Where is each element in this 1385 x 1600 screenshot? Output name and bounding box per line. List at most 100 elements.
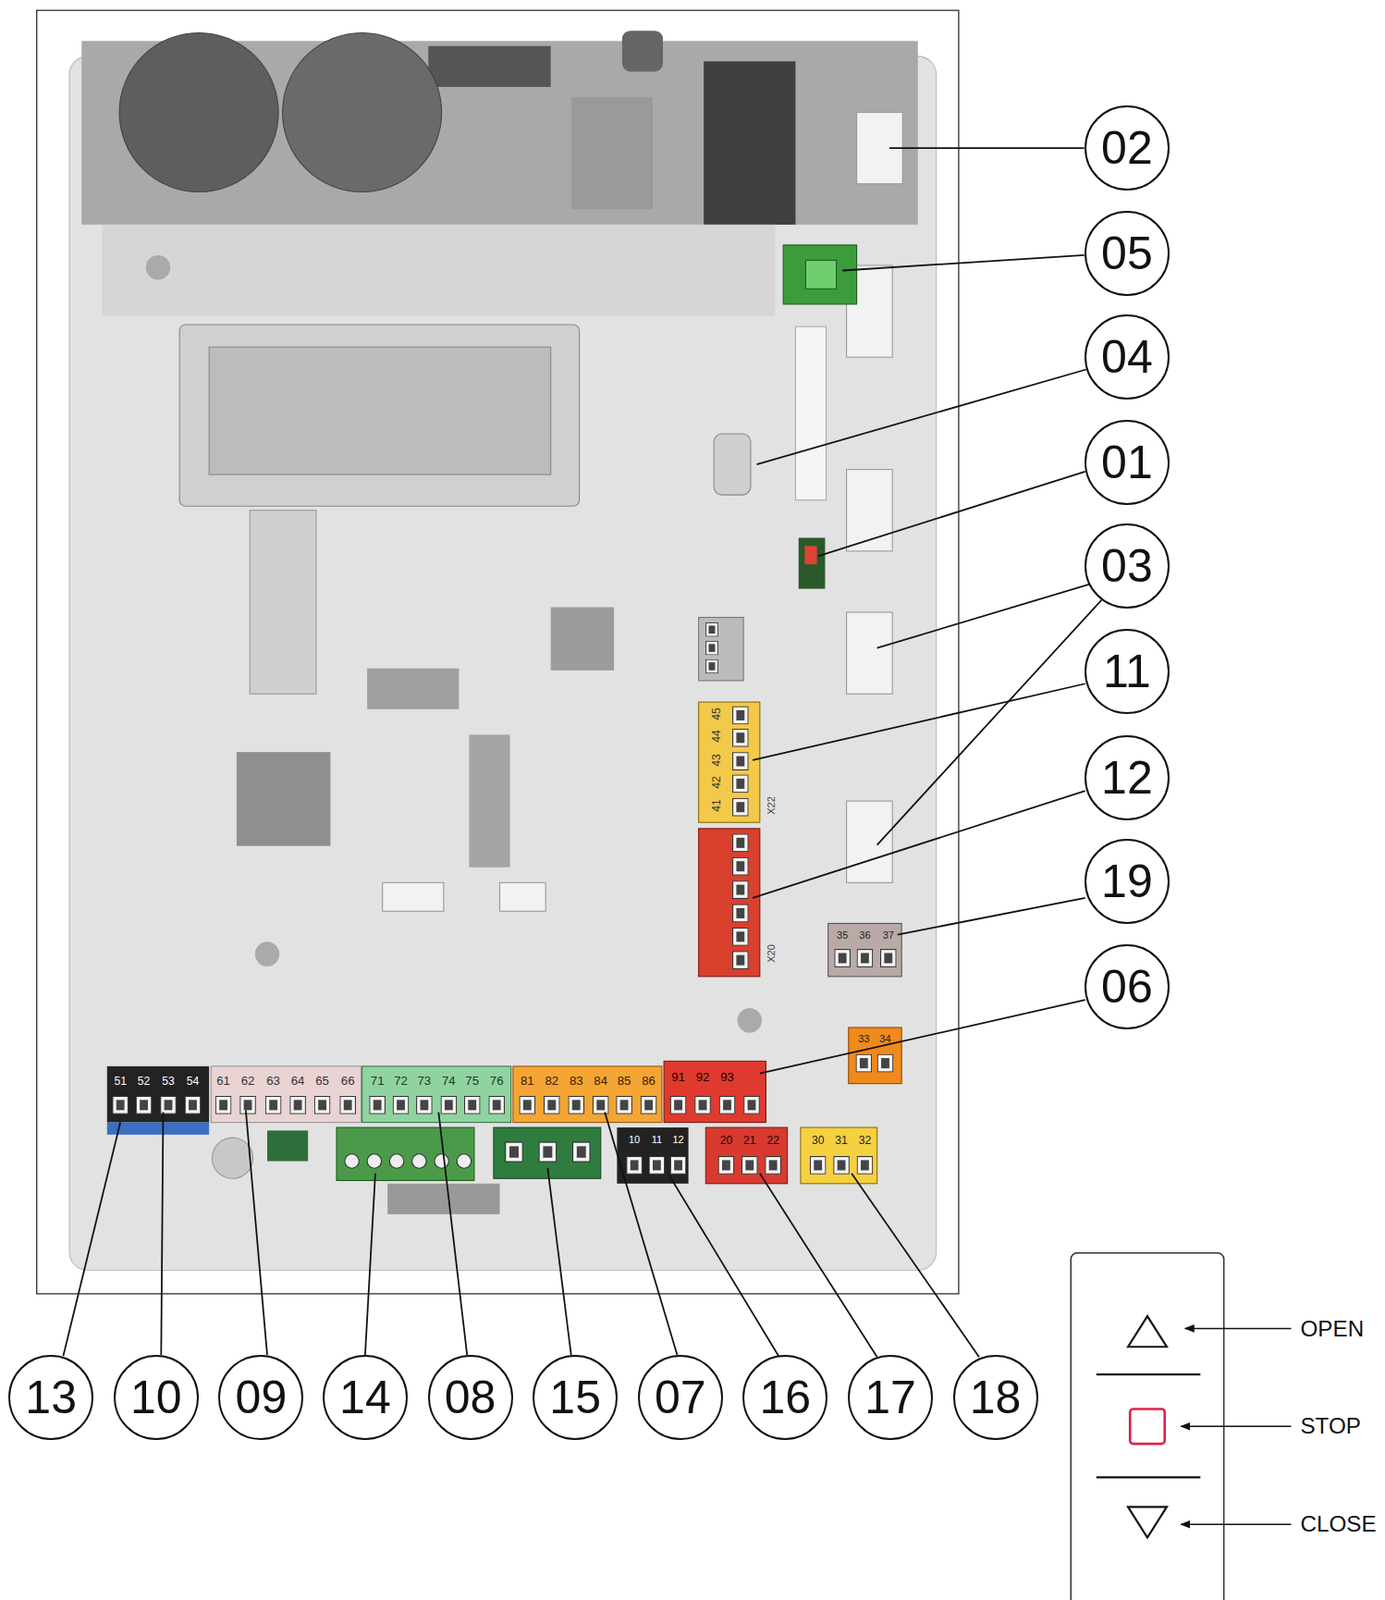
pin-number: 65: [315, 1075, 330, 1088]
screw: [412, 1153, 427, 1168]
terminal: [733, 857, 749, 875]
terminal: [833, 1156, 850, 1175]
pin-number: 92: [696, 1070, 711, 1083]
callout-circle: 02: [1084, 105, 1170, 191]
screw: [737, 1007, 762, 1032]
terminal: [742, 1156, 759, 1175]
terminal: [626, 1156, 643, 1175]
pointer-arrow: [1185, 1327, 1292, 1330]
callout-circle: 18: [953, 1354, 1039, 1440]
terminal: [215, 1095, 232, 1114]
terminal: [240, 1095, 257, 1114]
callout-circle: 14: [322, 1354, 408, 1440]
pin-number: 71: [370, 1075, 385, 1088]
callout-number: 03: [1101, 542, 1153, 589]
pin-number: 44: [710, 730, 723, 744]
callout-circle: 10: [113, 1354, 199, 1440]
screw: [367, 1153, 381, 1168]
terminal: [416, 1095, 433, 1114]
terminal: [877, 1054, 894, 1072]
leader-line: [752, 790, 1086, 898]
callout-number: 10: [130, 1373, 183, 1421]
screws: [112, 622, 896, 1174]
separator: [1096, 1372, 1202, 1375]
terminal: [733, 728, 749, 747]
terminal-blocks: [107, 245, 902, 1184]
control-panel: [1070, 1252, 1291, 1600]
ribbon-connector: [249, 510, 317, 695]
red-block-x20: [698, 828, 760, 977]
pin-number: 82: [544, 1075, 559, 1088]
terminal: [733, 752, 749, 771]
callout-number: 13: [24, 1373, 77, 1421]
screw: [434, 1153, 449, 1168]
callout-number: 02: [1101, 124, 1153, 172]
pin-number: 12: [672, 1135, 684, 1146]
pin-number: 54: [186, 1075, 200, 1087]
pin-number: 35: [836, 930, 848, 941]
terminal: [489, 1095, 505, 1114]
terminal: [733, 881, 749, 899]
terminal: [706, 622, 719, 637]
terminal: [616, 1095, 633, 1114]
green-block-71: [362, 1066, 512, 1123]
callout-circle: 13: [8, 1354, 94, 1440]
pin-number: 52: [137, 1075, 151, 1087]
callout-number: 12: [1101, 754, 1153, 801]
crystal: [713, 433, 751, 495]
pin-number: 62: [241, 1075, 256, 1088]
pin-number: 31: [834, 1134, 848, 1146]
leader-line: [889, 147, 1085, 149]
terminal: [718, 1156, 735, 1175]
terminal: [733, 797, 749, 816]
button-label: STOP: [1299, 1414, 1361, 1437]
pin-number: 63: [266, 1075, 281, 1088]
callout-number: 18: [969, 1373, 1022, 1421]
pin-number: 74: [441, 1075, 456, 1088]
terminal: [744, 1095, 760, 1114]
leader-line: [752, 683, 1086, 760]
grey-block: [698, 617, 745, 681]
callout-number: 19: [1101, 857, 1153, 905]
button-label: OPEN: [1299, 1317, 1364, 1340]
leader-line: [245, 1109, 268, 1355]
terminal: [544, 1095, 561, 1114]
terminal: [706, 640, 719, 655]
pin-number: 30: [811, 1134, 825, 1146]
pin-number: 10: [628, 1135, 640, 1146]
screw-terminal-14: [336, 1127, 475, 1180]
red-block-20: [705, 1127, 787, 1184]
terminal: [265, 1095, 282, 1114]
callout-circle: 07: [637, 1354, 724, 1440]
header: [795, 326, 826, 501]
terminal: [649, 1156, 665, 1175]
pink-block-61: [210, 1066, 361, 1123]
frame: [36, 10, 959, 1294]
board: [36, 10, 959, 1294]
leader-lines: [62, 147, 1102, 1357]
pin-number: 37: [882, 930, 895, 941]
pin-number: X20: [767, 944, 778, 964]
terminal: [695, 1095, 711, 1114]
pin-number: 91: [671, 1070, 686, 1083]
pin-number: 72: [393, 1075, 408, 1088]
leader-line: [62, 1122, 121, 1357]
pin-number: 53: [161, 1075, 175, 1087]
chip: [551, 607, 614, 671]
connector: [846, 612, 894, 694]
terminal: [519, 1095, 536, 1114]
terminal: [290, 1095, 307, 1114]
terminal: [369, 1095, 386, 1114]
terminal: [135, 1095, 152, 1114]
pin-number: 45: [710, 707, 723, 721]
block-33: [848, 1027, 902, 1084]
lcd-screen: [208, 346, 552, 475]
mount: [622, 30, 663, 72]
callout-circle: 17: [847, 1354, 933, 1440]
component: [428, 46, 551, 87]
terminal: [340, 1095, 356, 1114]
terminal: [857, 949, 873, 968]
pointer-arrow: [1180, 1425, 1291, 1428]
terminal: [670, 1095, 687, 1114]
chip: [367, 668, 459, 710]
